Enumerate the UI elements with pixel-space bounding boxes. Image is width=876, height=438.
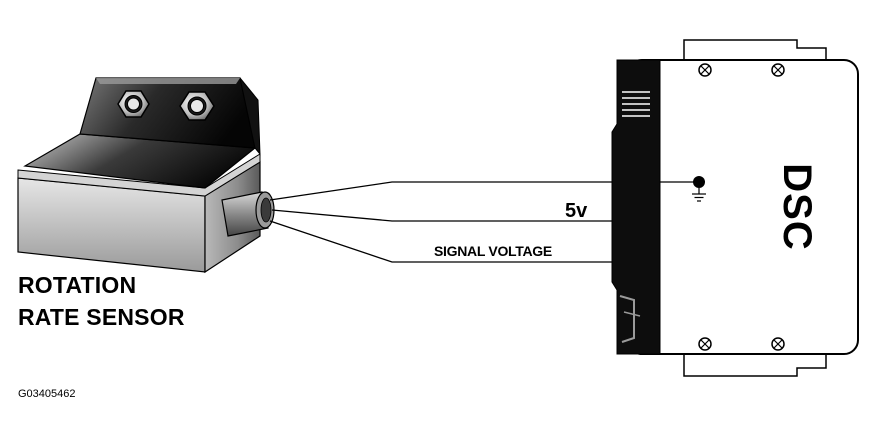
wire-label-supply: 5v bbox=[565, 200, 588, 222]
screw-bottom-left-icon bbox=[698, 337, 712, 351]
wire-label-signal: SIGNAL VOLTAGE bbox=[434, 243, 552, 259]
sensor-housing-side bbox=[239, 77, 261, 156]
rotation-rate-sensor bbox=[17, 77, 275, 274]
sensor-label-line2: RATE SENSOR bbox=[18, 304, 185, 330]
dsc-body bbox=[627, 59, 859, 355]
figure-reference: G03405462 bbox=[18, 388, 76, 400]
dsc-module bbox=[611, 39, 859, 377]
wire-supply bbox=[271, 209, 620, 222]
hex-nut-right-icon bbox=[179, 91, 215, 121]
sensor-connector-icon bbox=[221, 191, 275, 237]
hex-nut-left-icon bbox=[117, 90, 150, 118]
dsc-bracket-bottom bbox=[683, 351, 827, 377]
wire-signal bbox=[269, 220, 620, 263]
ground-icon bbox=[692, 176, 706, 202]
dsc-module-label: DSC bbox=[775, 163, 819, 251]
dsc-bracket-top bbox=[683, 39, 827, 63]
wires bbox=[269, 181, 620, 263]
screw-top-right-icon bbox=[771, 63, 785, 77]
screw-bottom-right-icon bbox=[771, 337, 785, 351]
sensor-label-line1: ROTATION bbox=[18, 272, 137, 298]
wire-ground bbox=[269, 181, 620, 201]
dsc-connector-ribs bbox=[622, 91, 650, 117]
dsc-connector-housing bbox=[611, 59, 661, 355]
screw-top-left-icon bbox=[698, 63, 712, 77]
